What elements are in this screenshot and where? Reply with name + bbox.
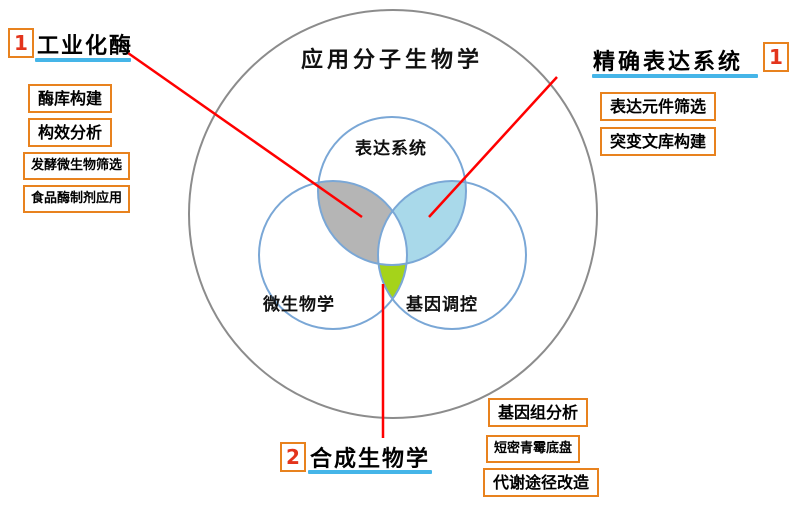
right-title-underline	[592, 74, 758, 78]
connector-line-right	[428, 76, 558, 218]
right-group-number: 1	[763, 42, 789, 72]
bottom-group-number: 2	[280, 442, 306, 472]
right-item-box: 突变文库构建	[600, 127, 717, 157]
bottom-title-underline	[308, 470, 432, 474]
venn-label-top: 表达系统	[355, 139, 427, 159]
bottom-group-title: 合成生物学	[310, 447, 431, 472]
bottom-item-box: 基因组分析	[488, 398, 589, 428]
venn-label-right: 基因调控	[406, 295, 478, 315]
left-item-box: 构效分析	[28, 118, 113, 148]
venn-circle-left	[258, 180, 408, 330]
left-group-title: 工业化酶	[37, 34, 134, 59]
connector-line-left	[127, 51, 363, 219]
venn-circle-right	[377, 180, 527, 330]
bottom-item-box: 代谢途径改造	[483, 468, 600, 498]
left-title-underline	[35, 58, 131, 62]
outer-circle	[188, 9, 598, 419]
left-item-box: 食品酶制剂应用	[23, 185, 131, 213]
venn-label-left: 微生物学	[263, 295, 335, 315]
left-item-box: 酶库构建	[28, 84, 113, 114]
venn-circle-top	[317, 116, 467, 266]
bottom-item-box: 短密青霉底盘	[486, 435, 581, 463]
left-group-number: 1	[8, 28, 34, 58]
right-item-box: 表达元件筛选	[600, 92, 717, 122]
right-group-title: 精确表达系统	[593, 50, 744, 75]
left-item-box: 发酵微生物筛选	[23, 152, 131, 180]
venn-title: 应用分子生物学	[300, 48, 483, 73]
